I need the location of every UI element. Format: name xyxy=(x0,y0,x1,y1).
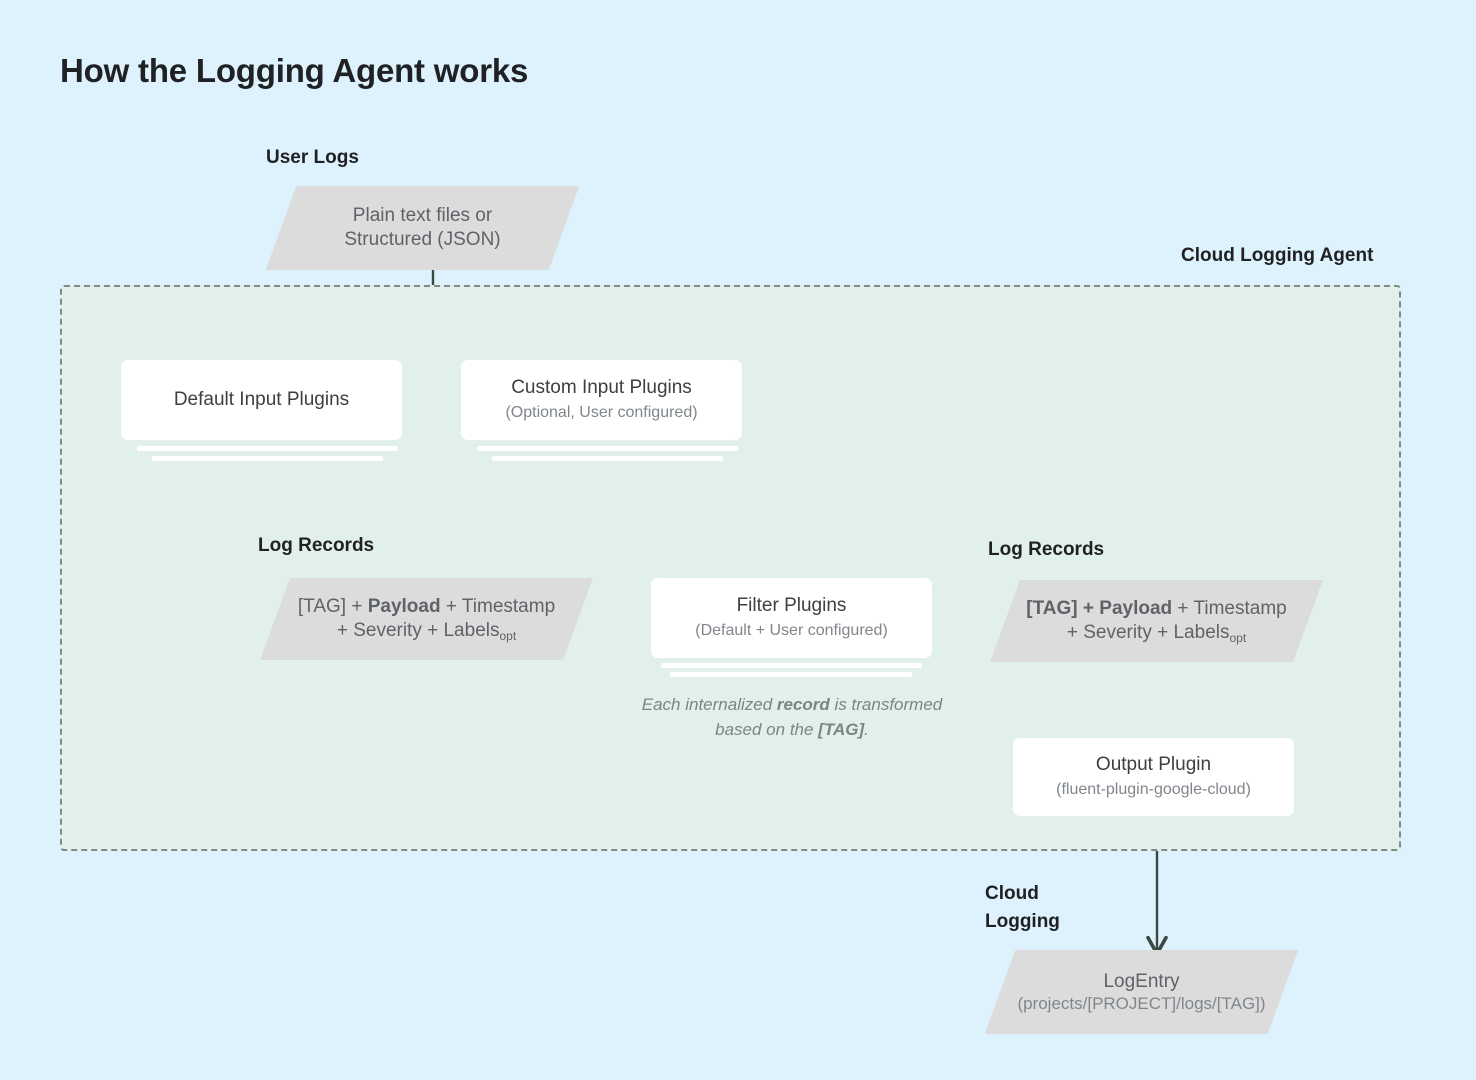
log-record-left-line2: + Severity + Labelsopt xyxy=(336,620,517,643)
box-filter-plugins[interactable]: Filter Plugins (Default + User configure… xyxy=(651,578,932,658)
shape-user-logs: Plain text files or Structured (JSON) xyxy=(265,186,580,270)
output-plugin-subtitle: (fluent-plugin-google-cloud) xyxy=(1056,780,1251,798)
page-title: How the Logging Agent works xyxy=(60,52,529,89)
default-input-plugins-title: Default Input Plugins xyxy=(173,388,350,410)
filter-transform-note: Each internalized record is transformed … xyxy=(641,695,943,739)
custom-input-stack-bar-1 xyxy=(477,446,738,451)
log-entry-subtitle: (projects/[PROJECT]/logs/[TAG]) xyxy=(1017,994,1266,1014)
filter-plugins-subtitle: (Default + User configured) xyxy=(695,621,888,639)
shape-log-record-right: [TAG] + Payload + Timestamp + Severity +… xyxy=(990,580,1323,662)
user-logs-line2: Structured (JSON) xyxy=(344,229,501,250)
caption-cloud-logging-agent: Cloud Logging Agent xyxy=(1181,245,1374,266)
shape-log-entry: LogEntry (projects/[PROJECT]/logs/[TAG]) xyxy=(984,950,1299,1034)
log-entry-title: LogEntry xyxy=(1103,970,1180,992)
box-custom-input-plugins[interactable]: Custom Input Plugins (Optional, User con… xyxy=(461,360,742,440)
log-record-left-line1: [TAG] + Payload + Timestamp xyxy=(297,596,556,618)
default-input-stack-bar-1 xyxy=(137,446,398,451)
caption-user-logs: User Logs xyxy=(266,147,359,168)
box-output-plugin[interactable]: Output Plugin (fluent-plugin-google-clou… xyxy=(1013,738,1294,816)
filter-plugins-title: Filter Plugins xyxy=(736,594,847,616)
output-plugin-title: Output Plugin xyxy=(1095,753,1212,775)
custom-input-plugins-title: Custom Input Plugins xyxy=(511,376,692,398)
filter-plugins-stack-bar-2 xyxy=(670,672,912,677)
default-input-stack-bar-2 xyxy=(152,456,383,461)
custom-input-plugins-subtitle: (Optional, User configured) xyxy=(505,403,698,421)
log-record-right-line1: [TAG] + Payload + Timestamp xyxy=(1026,598,1287,620)
custom-input-stack-bar-2 xyxy=(492,456,723,461)
caption-log-records-left: Log Records xyxy=(258,535,375,556)
filter-plugins-stack-bar-1 xyxy=(661,663,922,668)
caption-cloud-logging-line1: Cloud xyxy=(985,883,1039,904)
box-default-input-plugins[interactable]: Default Input Plugins xyxy=(121,360,402,440)
user-logs-line1: Plain text files or xyxy=(352,205,493,227)
caption-cloud-logging: Cloud Logging xyxy=(985,880,1060,935)
caption-cloud-logging-line2: Logging xyxy=(985,910,1060,932)
caption-log-records-right: Log Records xyxy=(988,539,1105,560)
log-record-right-line2: + Severity + Labelsopt xyxy=(1066,622,1247,645)
shape-log-record-left: [TAG] + Payload + Timestamp + Severity +… xyxy=(260,578,593,660)
